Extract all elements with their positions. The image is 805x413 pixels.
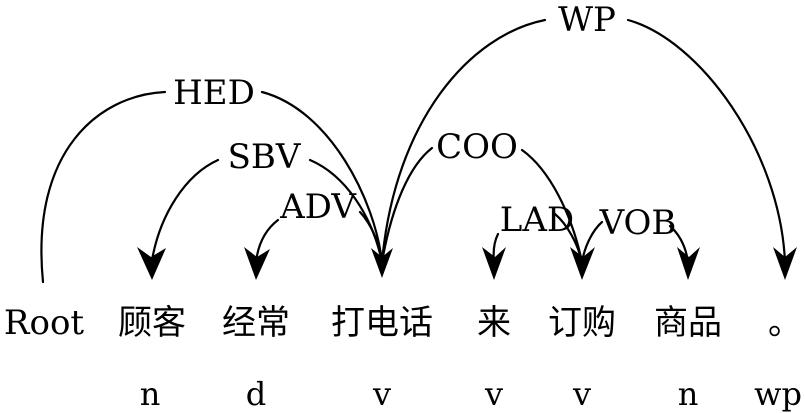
pos-tag-shangpin: n: [678, 375, 699, 413]
token-lai: 来: [477, 303, 511, 343]
arc-wp: [380, 18, 547, 264]
arrowhead-jingchang: [244, 247, 270, 280]
pos-tag-dadianhua: v: [372, 375, 391, 413]
arc-label-sbv: SBV: [228, 137, 302, 177]
token-jingchang: 经常: [222, 303, 290, 343]
arc-coo: [380, 146, 434, 264]
pos-tag-period: wp: [754, 375, 802, 413]
token-period: 。: [768, 303, 802, 343]
token-guke: 顾客: [118, 303, 186, 343]
arc-wp-right: [626, 18, 787, 264]
arc-label-coo: COO: [436, 127, 518, 167]
arrowhead-dadianhua: [371, 248, 393, 278]
arrowhead-dinggou: [570, 247, 595, 280]
arrowhead-period: [773, 247, 797, 280]
pos-tag-dinggou: v: [572, 375, 591, 413]
arc-label-vob: VOB: [599, 203, 677, 243]
token-dinggou: 订购: [548, 303, 616, 343]
token-shangpin: 商品: [654, 303, 722, 343]
arc-hed: [40, 90, 167, 284]
arc-label-wp: WP: [558, 0, 616, 40]
pos-tag-jingchang: d: [246, 375, 266, 413]
arc-sbv: [150, 158, 220, 262]
token-dadianhua: 打电话: [331, 303, 433, 343]
arrowhead-lai: [482, 247, 506, 280]
arc-label-hed: HED: [173, 73, 255, 113]
arrowhead-shangpin: [677, 247, 700, 280]
token-root: Root: [4, 303, 85, 343]
arc-hed-right: [260, 90, 384, 264]
pos-tag-lai: v: [484, 375, 503, 413]
arc-label-lad: LAD: [500, 200, 574, 240]
arc-label-adv: ADV: [279, 187, 357, 227]
pos-tag-guke: n: [140, 375, 161, 413]
arrowhead-guke: [137, 247, 166, 280]
